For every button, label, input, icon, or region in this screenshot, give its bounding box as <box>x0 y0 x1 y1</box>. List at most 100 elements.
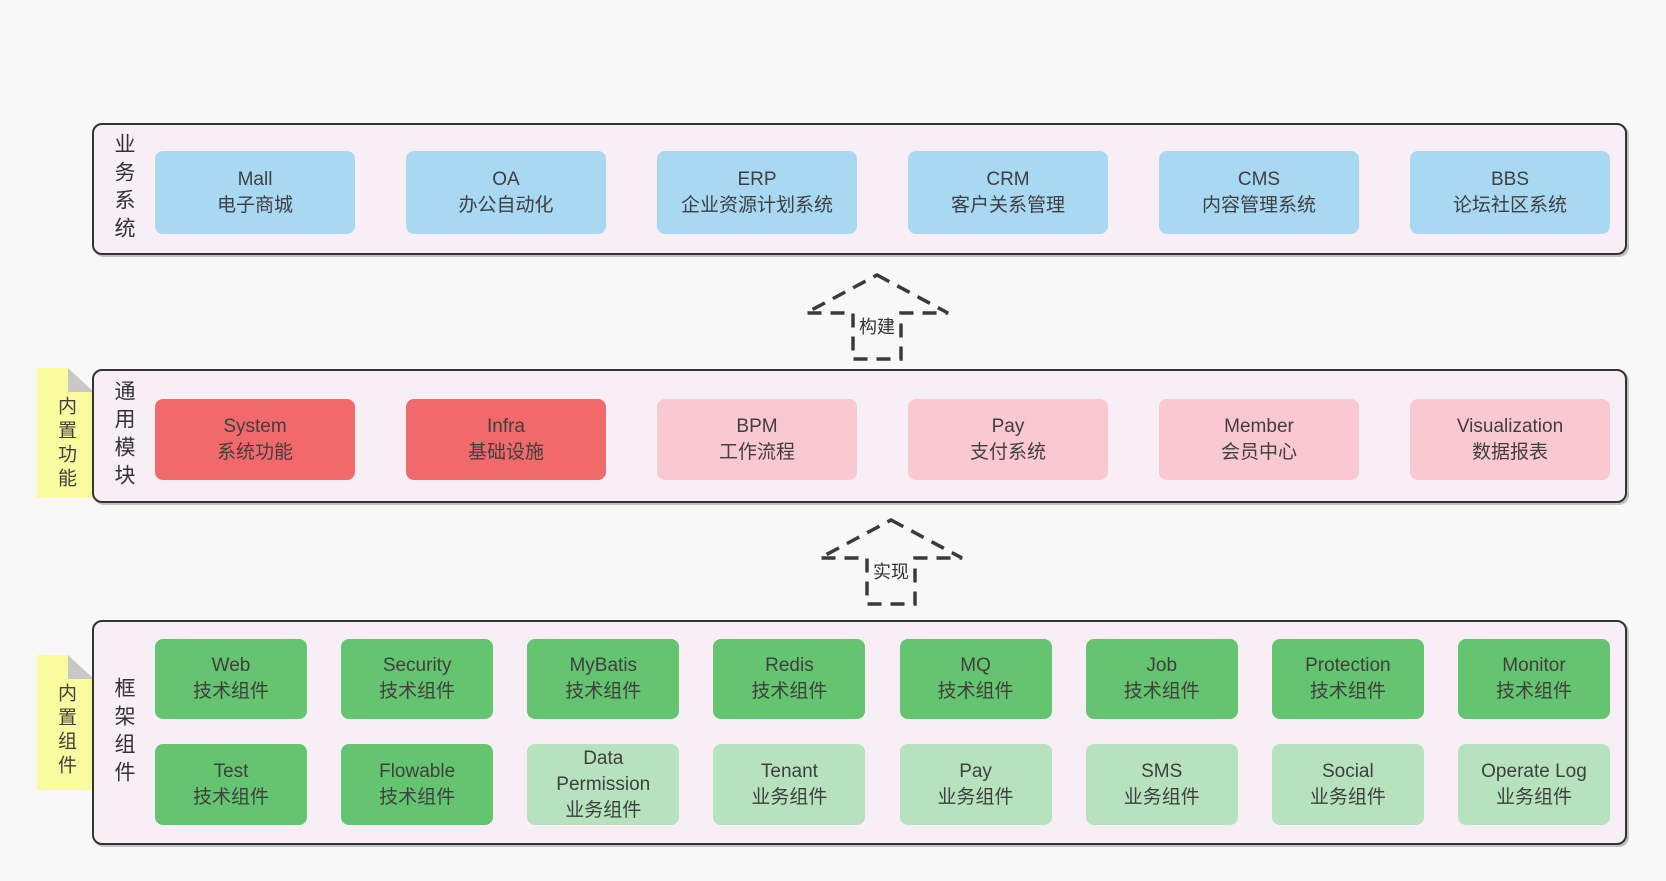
box-crm: CRM 客户关系管理 <box>908 151 1108 234</box>
box-subtitle: 办公自动化 <box>458 194 554 216</box>
box-test: Test 技术组件 <box>155 744 307 825</box>
box-infra: Infra 基础设施 <box>406 399 606 480</box>
box-subtitle: 业务组件 <box>1123 786 1200 808</box>
box-subtitle: 论坛社区系统 <box>1452 194 1567 216</box>
box-subtitle: 系统功能 <box>216 441 293 463</box>
dashed-up-arrow-build: 构建 <box>804 272 950 362</box>
box-title: Operate Log <box>1481 760 1587 782</box>
box-title: Redis <box>765 655 814 676</box>
box-title: CMS <box>1237 168 1281 190</box>
arrow-label: 构建 <box>856 313 898 339</box>
box-subtitle: 技术组件 <box>379 786 456 808</box>
box-title: System <box>223 415 287 437</box>
box-title: Test <box>213 760 249 782</box>
box-protection: Protection 技术组件 <box>1271 639 1424 719</box>
box-subtitle: 技术组件 <box>1495 681 1572 702</box>
box-flowable: Flowable 技术组件 <box>341 744 494 825</box>
sticky-note-built-in-components: 内置组件 <box>37 655 94 790</box>
box-subtitle: 业务组件 <box>1309 786 1386 808</box>
box-subtitle: 电子商城 <box>216 194 293 216</box>
box-data-permission: Data Permission 业务组件 <box>527 744 680 825</box>
box-operate-log: Operate Log 业务组件 <box>1457 744 1610 825</box>
box-subtitle: 技术组件 <box>937 681 1014 702</box>
box-visualization: Visualization 数据报表 <box>1410 399 1610 480</box>
box-subtitle: 数据报表 <box>1471 441 1548 463</box>
box-bbs: BBS 论坛社区系统 <box>1410 151 1610 234</box>
panel-title-vertical: 业务系统 <box>112 133 135 245</box>
box-social: Social 业务组件 <box>1271 744 1424 825</box>
sticky-note-label: 内置功能 <box>55 396 76 492</box>
box-tenant: Tenant 业务组件 <box>713 744 866 825</box>
box-title: Job <box>1146 655 1178 676</box>
box-title: Pay <box>959 760 992 782</box>
box-title: Infra <box>486 415 526 437</box>
box-security: Security 技术组件 <box>341 639 494 719</box>
box-title: CRM <box>986 168 1030 190</box>
box-cms: CMS 内容管理系统 <box>1159 151 1359 234</box>
box-title: OA <box>492 168 520 190</box>
box-title: Data Permission <box>556 747 651 795</box>
panel-title-vertical: 框架组件 <box>112 676 135 789</box>
box-oa: OA 办公自动化 <box>406 151 606 234</box>
box-subtitle: 技术组件 <box>565 681 642 702</box>
box-title: ERP <box>737 168 777 190</box>
sticky-note-built-in-features: 内置功能 <box>37 368 94 498</box>
box-mybatis: MyBatis 技术组件 <box>527 639 680 719</box>
box-subtitle: 内容管理系统 <box>1201 194 1316 216</box>
box-title: Protection <box>1305 655 1391 676</box>
box-subtitle: 业务组件 <box>565 799 642 821</box>
box-subtitle: 技术组件 <box>192 681 269 702</box>
box-subtitle: 会员中心 <box>1220 441 1297 463</box>
box-title: Social <box>1321 760 1374 782</box>
business-boxes-row: Mall 电子商城 OA 办公自动化 ERP 企业资源计划系统 CRM 客户关系管理 CMS 内容… <box>155 151 1610 234</box>
box-subtitle: 基础设施 <box>467 441 544 463</box>
box-title: Tenant <box>760 760 818 782</box>
box-title: SMS <box>1141 760 1183 782</box>
box-sms: SMS 业务组件 <box>1085 744 1238 825</box>
box-title: Monitor <box>1502 655 1566 676</box>
box-title: Flowable <box>379 760 456 782</box>
panel-business-systems: 业务系统 Mall 电子商城 OA 办公自动化 ERP 企业资源计划系统 CRM 客户关系管理… <box>92 123 1627 255</box>
dashed-up-arrow-implement: 实现 <box>818 517 964 607</box>
box-system: System 系统功能 <box>155 399 355 480</box>
box-subtitle: 业务组件 <box>1495 786 1572 808</box>
box-subtitle: 客户关系管理 <box>950 194 1065 216</box>
box-title: BBS <box>1490 168 1530 190</box>
box-subtitle: 技术组件 <box>751 681 828 702</box>
box-job: Job 技术组件 <box>1085 639 1238 719</box>
box-pay: Pay 支付系统 <box>908 399 1108 480</box>
box-title: MyBatis <box>569 655 638 676</box>
panel-title-vertical: 通用模块 <box>112 380 135 492</box>
box-subtitle: 技术组件 <box>1309 681 1386 702</box>
box-title: Security <box>382 655 452 676</box>
box-monitor: Monitor 技术组件 <box>1457 639 1610 719</box>
box-subtitle: 业务组件 <box>751 786 828 808</box>
box-subtitle: 技术组件 <box>1123 681 1200 702</box>
box-subtitle: 支付系统 <box>969 441 1046 463</box>
box-title: Mall <box>237 168 273 190</box>
box-title: Web <box>211 655 251 676</box>
box-subtitle: 企业资源计划系统 <box>680 194 833 216</box>
sticky-note-label: 内置组件 <box>55 683 76 779</box>
box-pay: Pay 业务组件 <box>899 744 1052 825</box>
box-member: Member 会员中心 <box>1159 399 1359 480</box>
box-title: Pay <box>991 415 1025 437</box>
box-subtitle: 业务组件 <box>937 786 1014 808</box>
box-title: Visualization <box>1456 415 1564 437</box>
box-mall: Mall 电子商城 <box>155 151 355 234</box>
box-redis: Redis 技术组件 <box>713 639 866 719</box>
box-subtitle: 技术组件 <box>192 786 269 808</box>
arrow-label: 实现 <box>870 558 912 584</box>
box-title: BPM <box>736 415 778 437</box>
box-subtitle: 技术组件 <box>379 681 456 702</box>
block-arrow-up-icon <box>819 518 963 606</box>
box-title: Member <box>1224 415 1294 437</box>
box-title: MQ <box>960 655 991 676</box>
box-web: Web 技术组件 <box>155 639 307 719</box>
